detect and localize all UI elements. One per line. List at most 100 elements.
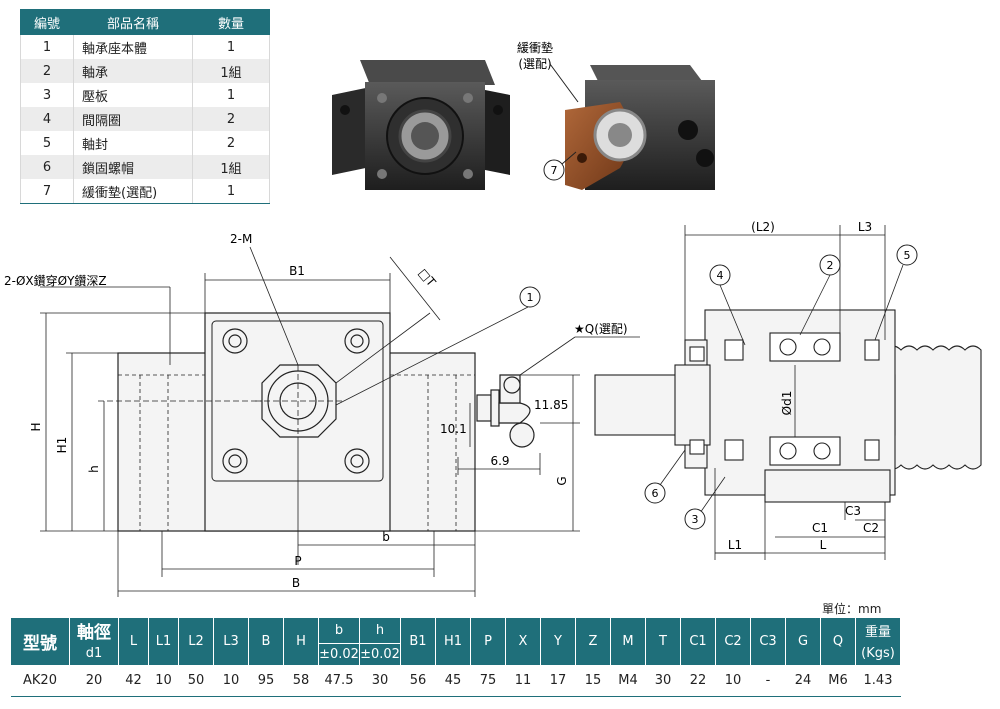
spec-header-y: Y [540, 617, 576, 666]
spec-header-b-large: B [248, 617, 284, 666]
parts-name: 壓板 [73, 83, 193, 107]
parts-no: 2 [20, 59, 74, 83]
tap-note: 2-M [230, 232, 252, 246]
parts-qty: 1 [192, 179, 270, 204]
dim-l1: L1 [728, 538, 742, 552]
spec-header-c1: C1 [680, 617, 716, 666]
dim-b1: B1 [289, 264, 305, 278]
balloon-7 [543, 159, 565, 181]
front-view-drawing: 2-ØX鑽穿ØY鑽深Z 2-M B1 □T H H1 h b P B 1 ★Q(… [4, 232, 640, 597]
spec-cell: 11 [505, 665, 541, 697]
spec-cell: M4 [610, 665, 646, 697]
parts-qty: 1 [192, 34, 270, 59]
dim-h-lower: h [87, 465, 101, 473]
spec-header-l3: L3 [213, 617, 249, 666]
parts-qty: 1組 [192, 155, 270, 179]
spec-header-b-small: b [318, 617, 360, 644]
spec-header-weight-sub: (Kgs) [855, 643, 901, 666]
spec-cell: 10 [715, 665, 751, 697]
parts-name: 軸承座本體 [73, 34, 193, 59]
balloon-7-label: 7 [551, 164, 558, 177]
spec-cell: 1.43 [855, 665, 901, 697]
dim-t: □T [416, 266, 439, 290]
parts-qty: 1 [192, 83, 270, 107]
balloon-1-label: 1 [527, 291, 534, 304]
parts-qty: 1組 [192, 59, 270, 83]
spec-header-h1: H1 [435, 617, 471, 666]
dim-l3: L3 [858, 220, 872, 234]
dim-g: G [555, 476, 569, 485]
spec-cell: - [750, 665, 786, 697]
balloon-3: 3 [692, 513, 699, 526]
spec-cell: 45 [435, 665, 471, 697]
spec-cell: 17 [540, 665, 576, 697]
parts-header-qty: 數量 [192, 9, 270, 35]
spec-cell: 58 [283, 665, 319, 697]
spec-header-c2: C2 [715, 617, 751, 666]
parts-name: 軸承 [73, 59, 193, 83]
damper-label-line2: (選配) [518, 57, 551, 71]
spec-header-q: Q [820, 617, 856, 666]
dim-b-small: b [382, 530, 390, 544]
side-balloons: 4 2 5 6 3 [644, 244, 918, 530]
spec-header-shaft: 軸徑 [69, 617, 119, 643]
parts-no: 1 [20, 34, 74, 59]
spec-header-b1: B1 [400, 617, 436, 666]
spec-cell: 30 [359, 665, 401, 697]
spec-cell: 50 [178, 665, 214, 697]
balloon-5: 5 [904, 249, 911, 262]
spec-header-x: X [505, 617, 541, 666]
spec-header-l: L [118, 617, 149, 666]
dim-p: P [294, 554, 301, 568]
parts-name: 間隔圈 [73, 107, 193, 131]
spec-header-weight: 重量 [855, 617, 901, 643]
dim-h1: H1 [55, 437, 69, 454]
parts-header-name: 部品名稱 [73, 9, 193, 35]
spec-table: 型號 軸徑 L L1 L2 L3 B H b h B1 H1 P X Y Z M… [10, 617, 901, 697]
spec-header-t: T [645, 617, 681, 666]
spec-header-p: P [470, 617, 506, 666]
dim-c2: C2 [863, 521, 879, 535]
balloon-1 [519, 286, 541, 308]
parts-qty: 2 [192, 107, 270, 131]
parts-no: 4 [20, 107, 74, 131]
spec-cell: 22 [680, 665, 716, 697]
spec-header-shaft-sub: d1 [69, 643, 119, 666]
spec-cell: 95 [248, 665, 284, 697]
balloon-4: 4 [717, 269, 724, 282]
spec-row: AK20 20 42 10 50 10 95 58 47.5 30 56 45 … [10, 665, 901, 697]
dim-6-9: 6.9 [490, 454, 509, 468]
spec-header-m: M [610, 617, 646, 666]
spec-cell: 75 [470, 665, 506, 697]
bearing-block-photo [332, 60, 510, 190]
spec-header-h-large: H [283, 617, 319, 666]
dim-d1: Ød1 [780, 391, 794, 416]
dim-h-upper: H [29, 422, 43, 431]
side-view-drawing: (L2) L3 Ød1 C3 C1 C2 L1 L 4 2 5 6 3 [594, 220, 982, 560]
unit-label: 單位：mm [822, 602, 882, 616]
damper-label-line1: 緩衝墊 [517, 41, 553, 55]
spec-header-c3: C3 [750, 617, 786, 666]
bearing-block-with-damper-photo [565, 65, 715, 190]
spec-header-l1: L1 [148, 617, 179, 666]
parts-header-no: 編號 [20, 9, 74, 35]
parts-no: 5 [20, 131, 74, 155]
parts-no: 7 [20, 179, 74, 204]
dim-b-large: B [292, 576, 300, 590]
spec-cell: 56 [400, 665, 436, 697]
dim-l: L [820, 538, 827, 552]
parts-name: 鎖固螺帽 [73, 155, 193, 179]
grease-nipple-note: ★Q(選配) [574, 322, 628, 336]
dim-11-85: 11.85 [534, 398, 568, 412]
balloon-2: 2 [827, 259, 834, 272]
spec-header-model: 型號 [10, 617, 70, 666]
spec-cell: 24 [785, 665, 821, 697]
